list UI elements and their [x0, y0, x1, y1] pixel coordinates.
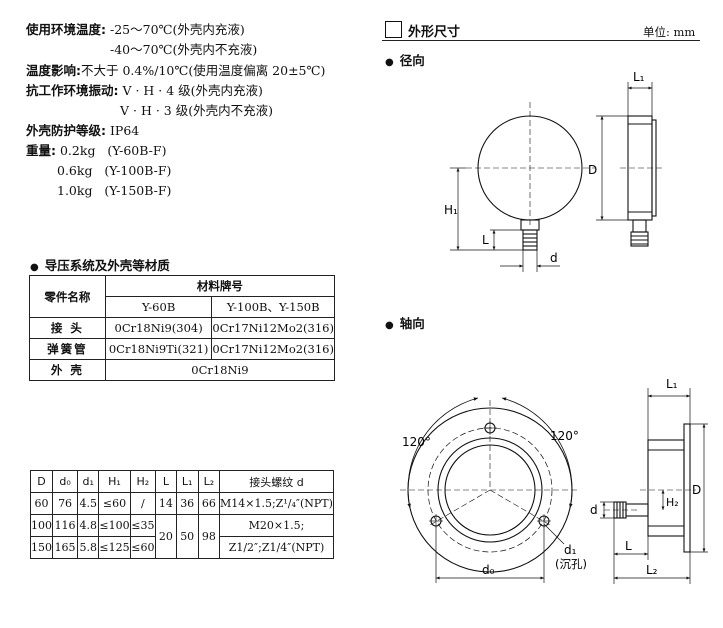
unit-label: 单位: mm — [643, 25, 696, 39]
materials-col-y60: Y-60B — [104, 296, 213, 318]
spec-vibration-line2: V · H · 3 级(外壳内不充液) — [120, 103, 273, 118]
spec-temperature: 使用环境温度: -25～70℃(外壳内充液) — [26, 22, 245, 37]
materials-col-part: 零件名称 — [29, 275, 106, 318]
axial-view-drawing: 120° 120° d₀ d₁ (沉孔) L₁ H₂ d D L L₂ — [400, 378, 708, 584]
axial-view-title: ●轴向 — [385, 316, 425, 331]
connector-thread — [522, 229, 538, 251]
dim-label-d1: d₁ — [564, 543, 577, 557]
outline-title: 外形尺寸 — [408, 25, 461, 40]
spec-weight-row2: 0.6kg (Y-100B-F) — [57, 163, 172, 178]
table-row: 外 壳 0Cr18Ni9 — [29, 359, 336, 381]
front-flange-side — [683, 423, 691, 553]
header-rule — [382, 40, 700, 41]
countersink-label: (沉孔) — [555, 557, 587, 571]
dim-label-h2: H₂ — [666, 496, 679, 509]
spec-temperature-line2: -40～70℃(外壳内不充液) — [110, 42, 258, 57]
dim-label-d-thread: d — [550, 251, 558, 265]
angle-label-right: 120° — [550, 429, 579, 443]
dim-label-axial-d: d — [590, 503, 598, 517]
materials-col-y100-y150: Y-100B、Y-150B — [211, 296, 335, 318]
radial-view-title: ●径向 — [385, 53, 425, 68]
materials-table: 零件名称 材料牌号 Y-60B Y-100B、Y-150B 接 头 0Cr18N… — [29, 275, 336, 381]
spec-protection: 外壳防护等级: IP64 — [26, 123, 140, 138]
table-row: 60 76 4.5 ≤60 / 14 36 66 M14×1.5;Z¹/₄″(N… — [30, 492, 335, 515]
table-row: 100 116 4.8 ≤100 ≤35 20 50 98 M20×1.5; — [30, 514, 335, 559]
spec-temperature-influence: 温度影响:不大于 0.4%/10℃(使用温度偏离 20±5℃) — [26, 63, 326, 78]
materials-title: ●导压系统及外壳等材质 — [30, 258, 170, 273]
dim-label-axial-l1: L₁ — [666, 378, 678, 391]
table-row: 弹簧管 0Cr18Ni9Ti(321) 0Cr17Ni12Mo2(316) — [29, 338, 335, 360]
dim-label-d0: d₀ — [482, 563, 495, 577]
dim-label-d-outer: D — [588, 163, 597, 177]
dimensions-header-row: D d₀ d₁ H₁ H₂ L L₁ L₂ 接头螺纹 d — [30, 470, 335, 493]
dim-label-h1: H₁ — [444, 203, 458, 217]
spec-weight-row3: 1.0kg (Y-150B-F) — [57, 183, 172, 198]
dim-label-l: L — [482, 233, 489, 247]
dim-label-l1: L₁ — [633, 70, 645, 84]
spec-vibration: 抗工作环境振动: V · H · 4 级(外壳内充液) — [26, 83, 263, 98]
spec-weight: 重量: 0.2kg (Y-60B-F) — [26, 143, 167, 158]
dim-label-axial-d-outer: D — [692, 483, 701, 497]
table-row: 150 165 5.8 ≤125 ≤60 Z1/2″;Z1/4″(NPT) — [30, 536, 335, 559]
dim-label-l2: L₂ — [646, 563, 658, 577]
table-row: 接 头 0Cr18Ni9(304) 0Cr17Ni12Mo2(316) — [29, 317, 335, 339]
dim-label-axial-l: L — [625, 539, 632, 553]
radial-view-drawing: L₁ D H₁ L d — [444, 70, 662, 272]
materials-col-grade: 材料牌号 — [104, 275, 336, 297]
angle-label-left: 120° — [402, 435, 431, 449]
section-checkbox-icon — [385, 21, 402, 38]
dimensions-table: D d₀ d₁ H₁ H₂ L L₁ L₂ 接头螺纹 d 60 76 4.5 ≤… — [30, 470, 335, 559]
gauge-case-axial-side — [647, 439, 685, 537]
